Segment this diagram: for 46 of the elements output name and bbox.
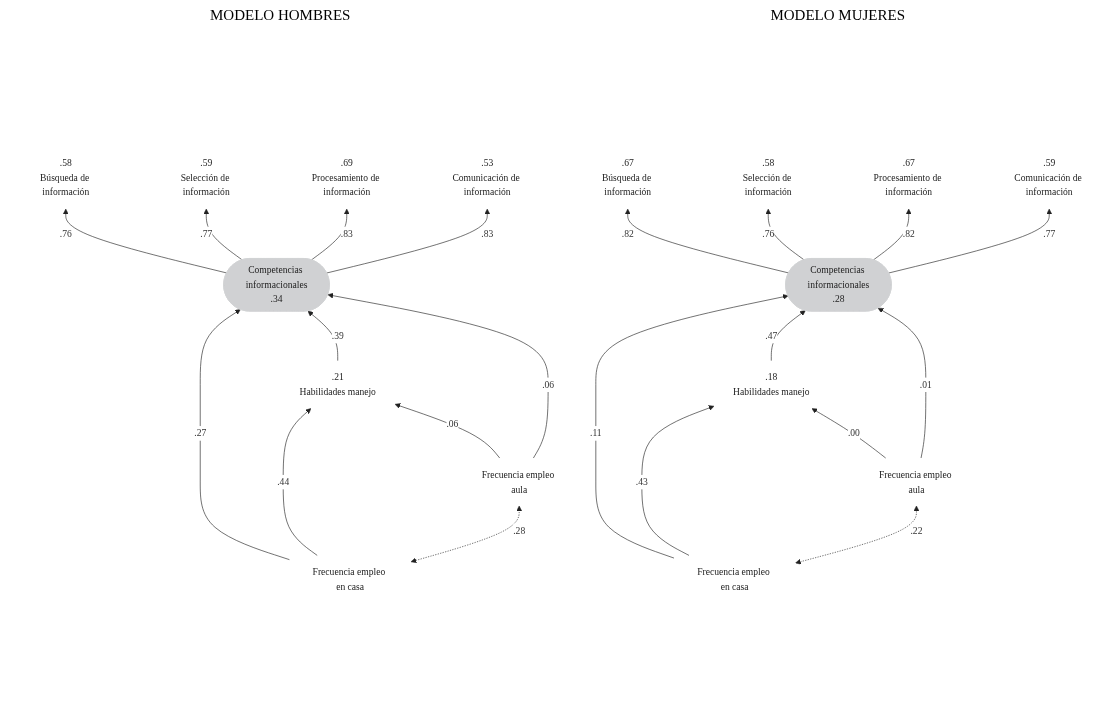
node-text: Frecuencia empleo en casa: [697, 566, 770, 592]
node-text: Procesamiento de información: [311, 172, 380, 198]
edge-label: .76: [762, 228, 775, 239]
edge-label: .77: [1043, 228, 1056, 239]
model-title: MODELO MUJERES: [770, 6, 905, 24]
node-text: Búsqueda de información: [601, 172, 652, 198]
edge-label: .22: [910, 525, 923, 536]
node-label: .67: [621, 158, 634, 169]
node-label: .58: [762, 158, 775, 169]
model-title: MODELO HOMBRES: [210, 6, 351, 24]
edge-label: .01: [919, 379, 932, 390]
node-text: Comunicación de información: [452, 172, 520, 198]
node-text: Selección de información: [742, 172, 792, 198]
node-label: .18: [765, 372, 778, 383]
node-label: .69: [340, 158, 353, 169]
node-text: Frecuencia empleo aula: [481, 469, 555, 495]
edge-label: .39: [331, 330, 344, 341]
node-text: Búsqueda de información: [39, 172, 90, 198]
node-text: Frecuencia empleo en casa: [312, 566, 386, 592]
node-label: .58: [59, 158, 72, 169]
edge-label: .27: [194, 428, 207, 439]
node-text: Habilidades manejo: [733, 386, 810, 397]
edge-label: .43: [635, 476, 648, 487]
edge-label: .06: [446, 418, 459, 429]
edge-label: .00: [847, 428, 860, 439]
edge-label: .28: [513, 525, 526, 536]
edge-label: .06: [542, 379, 555, 390]
node-label: .67: [902, 158, 915, 169]
node-text: Comunicación de información: [1014, 172, 1082, 198]
edge-label: .82: [902, 228, 915, 239]
node-label: .59: [1043, 158, 1056, 169]
node-text: Procesamiento de información: [873, 172, 942, 198]
node-label: .59: [200, 158, 213, 169]
edge-label: .44: [277, 476, 290, 487]
node-label: .53: [481, 158, 494, 169]
edge-label: .11: [590, 428, 602, 439]
edge-label: .83: [340, 228, 353, 239]
node-text: Frecuencia empleo aula: [878, 469, 952, 495]
edge-label: .82: [621, 228, 634, 239]
edge-label: .47: [765, 330, 778, 341]
node-text: Selección de información: [180, 172, 230, 198]
edge-label: .83: [481, 228, 494, 239]
node-label: .21: [331, 372, 344, 383]
node-text: Habilidades manejo: [299, 386, 376, 397]
edge-label: .77: [200, 228, 213, 239]
edge-label: .76: [59, 228, 72, 239]
